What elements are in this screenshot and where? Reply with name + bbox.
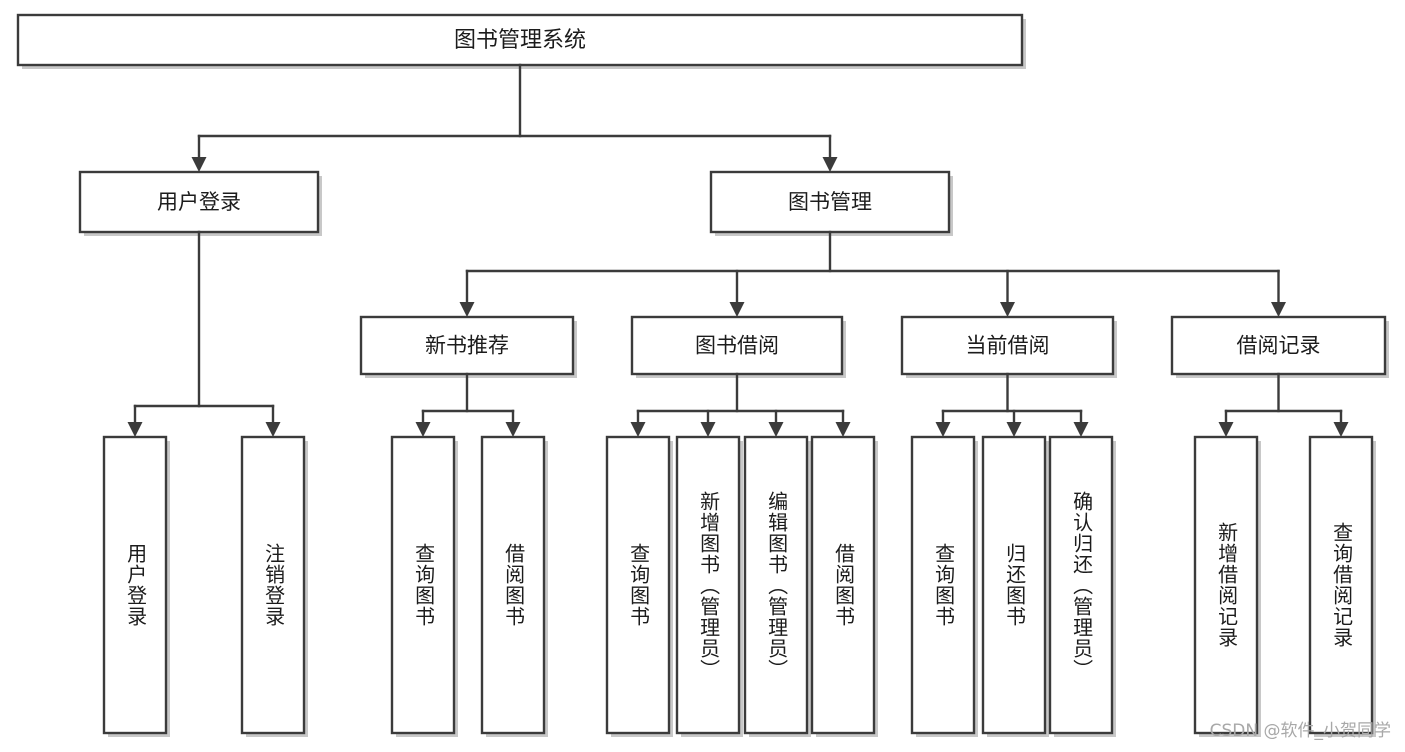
arrow-head-icon <box>415 422 431 437</box>
node-root-label: 图书管理系统 <box>454 28 586 53</box>
arrow-head-icon <box>1271 302 1286 317</box>
arrow-head-icon <box>1000 302 1015 317</box>
watermark: CSDN @软件_小贺同学 <box>1209 721 1391 741</box>
node-user-login-label: 用户登录 <box>157 190 241 214</box>
arrow-head-icon <box>700 422 716 437</box>
node-user-login[interactable] <box>78 170 322 236</box>
node-book-borrow[interactable] <box>630 315 846 378</box>
arrow-head-icon <box>1006 422 1022 437</box>
leaf-borrow-record-1[interactable] <box>1308 435 1376 737</box>
leaf-book-borrow-3[interactable] <box>810 435 878 737</box>
arrow-head-icon <box>935 422 951 437</box>
leaf-book-borrow-1[interactable] <box>675 435 743 737</box>
leaf-book-borrow-2[interactable] <box>743 435 811 737</box>
leaf-new-book-1[interactable] <box>480 435 548 737</box>
arrow-head-icon <box>265 422 281 437</box>
node-current-borrow[interactable] <box>900 315 1117 378</box>
arrow-head-icon <box>505 422 521 437</box>
node-borrow-record-label: 借阅记录 <box>1237 334 1321 358</box>
arrow-head-icon <box>127 422 143 437</box>
leaf-current-borrow-1[interactable] <box>981 435 1049 737</box>
arrow-head-icon <box>1218 422 1234 437</box>
arrow-head-icon <box>630 422 646 437</box>
leaf-book-borrow-0[interactable] <box>605 435 673 737</box>
arrow-head-icon <box>459 302 475 317</box>
node-current-borrow-label: 当前借阅 <box>966 334 1050 358</box>
node-root[interactable] <box>16 13 1026 69</box>
leaf-current-borrow-2[interactable] <box>1048 435 1116 737</box>
node-new-book-recommend[interactable] <box>359 315 577 378</box>
arrow-head-icon <box>1073 422 1089 437</box>
node-book-borrow-label: 图书借阅 <box>695 334 779 358</box>
leaf-user-login-1[interactable] <box>240 435 308 737</box>
arrow-head-icon <box>191 157 207 172</box>
node-new-book-recommend-label: 新书推荐 <box>425 334 509 358</box>
arrow-head-icon <box>768 422 784 437</box>
arrow-head-icon <box>822 157 838 172</box>
arrow-head-icon <box>835 422 851 437</box>
leaf-user-login-0[interactable] <box>102 435 170 737</box>
leaf-current-borrow-0[interactable] <box>910 435 978 737</box>
arrow-head-icon <box>1333 422 1349 437</box>
arrow-head-icon <box>729 302 745 317</box>
leaf-new-book-0[interactable] <box>390 435 458 737</box>
node-book-management-label: 图书管理 <box>788 190 872 214</box>
node-borrow-record[interactable] <box>1170 315 1389 378</box>
leaf-borrow-record-0[interactable] <box>1193 435 1261 737</box>
